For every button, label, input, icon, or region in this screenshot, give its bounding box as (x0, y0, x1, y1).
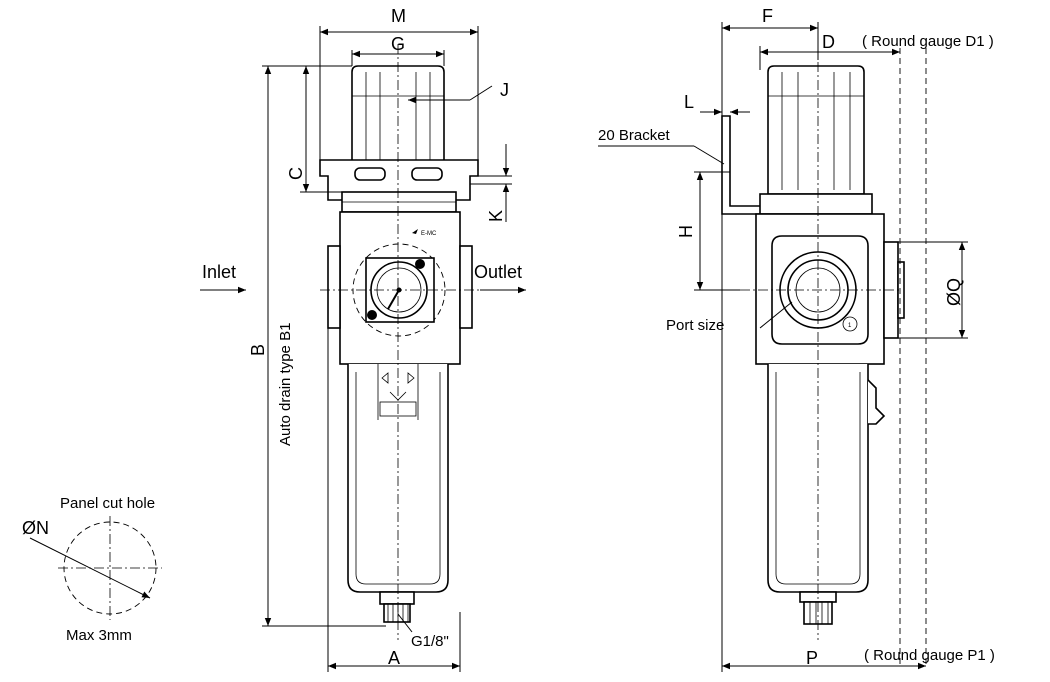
label-j: J (500, 80, 509, 100)
panel-cut-detail: Panel cut hole ØN Max 3mm (22, 495, 162, 644)
port-size-label: Port size (666, 317, 724, 334)
bracket (319, 159, 479, 201)
label-k: K (486, 210, 506, 222)
outlet-port (459, 245, 473, 329)
inlet-port (327, 245, 341, 329)
label-l: L (684, 92, 694, 112)
port-mark: 1 (848, 323, 852, 329)
label-d: D (822, 32, 835, 52)
label-p: P (806, 648, 818, 668)
auto-drain (379, 591, 415, 623)
panel-cut-title: Panel cut hole (60, 495, 155, 512)
side-view: F D ( Round gauge D1 ) L 20 Bracket H ØQ… (598, 6, 995, 672)
regulator-knob-side (767, 65, 865, 195)
label-f: F (762, 6, 773, 26)
bonnet-nut-side (759, 193, 873, 215)
bracket-side (721, 115, 763, 215)
label-b: B (248, 344, 268, 356)
label-c: C (286, 167, 306, 180)
bracket-label: 20 Bracket (598, 127, 671, 144)
label-m: M (391, 6, 406, 26)
panel-cut-diameter: ØN (22, 518, 49, 538)
label-g: G (391, 34, 405, 54)
outlet-label: Outlet (474, 262, 522, 282)
round-gauge-p1-label: ( Round gauge P1 ) (864, 647, 995, 664)
panel-thickness-label: Max 3mm (66, 627, 132, 644)
front-view: E-MC (200, 6, 526, 672)
label-h: H (676, 225, 696, 238)
drain-thread-label: G1/8" (411, 633, 449, 650)
label-a: A (388, 648, 400, 668)
label-q: ØQ (944, 278, 964, 306)
round-gauge-d1-label: ( Round gauge D1 ) (862, 33, 994, 50)
inlet-label: Inlet (202, 262, 236, 282)
filter-bowl-side (767, 364, 886, 593)
auto-drain-label: Auto drain type B1 (277, 323, 294, 446)
svg-text:E-MC: E-MC (421, 231, 437, 237)
brand-logo: E-MC (412, 229, 437, 237)
